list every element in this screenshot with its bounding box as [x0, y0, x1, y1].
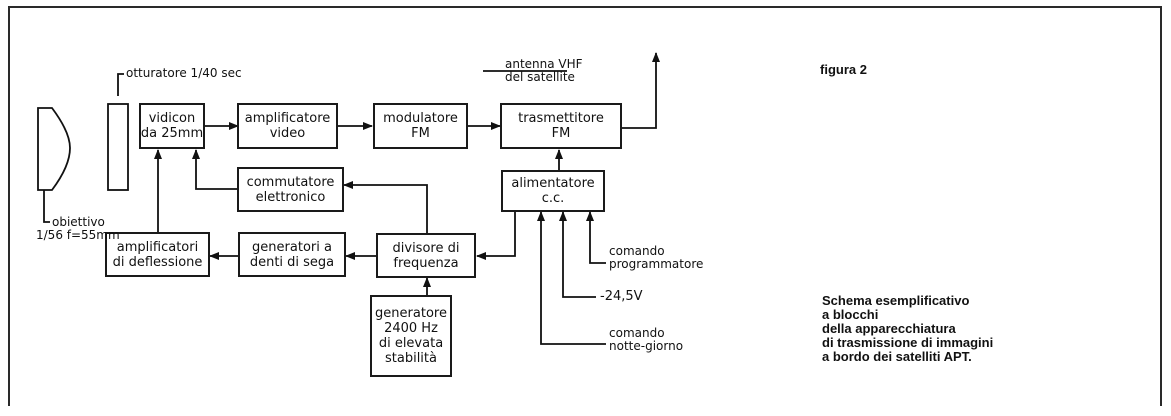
- figure-caption: Schema esemplificativo a blocchi della a…: [822, 293, 994, 364]
- figure-label: figura 2: [820, 62, 867, 77]
- wire-cmd-prog: [586, 211, 606, 264]
- figure-frame: [8, 6, 1162, 406]
- wire-cmd-night: [537, 211, 606, 345]
- shutter-shape: [107, 103, 129, 191]
- wire-comm-vid: [192, 149, 237, 190]
- wire-div-comm: [343, 181, 428, 234]
- wire-voltage: [559, 211, 596, 298]
- lens-shape: [37, 107, 71, 191]
- label-otturatore: otturatore 1/40 sec: [126, 66, 242, 80]
- label-tensione: -24,5V: [600, 289, 643, 304]
- antenna-line: [622, 52, 660, 129]
- wire-power-div: [476, 210, 516, 260]
